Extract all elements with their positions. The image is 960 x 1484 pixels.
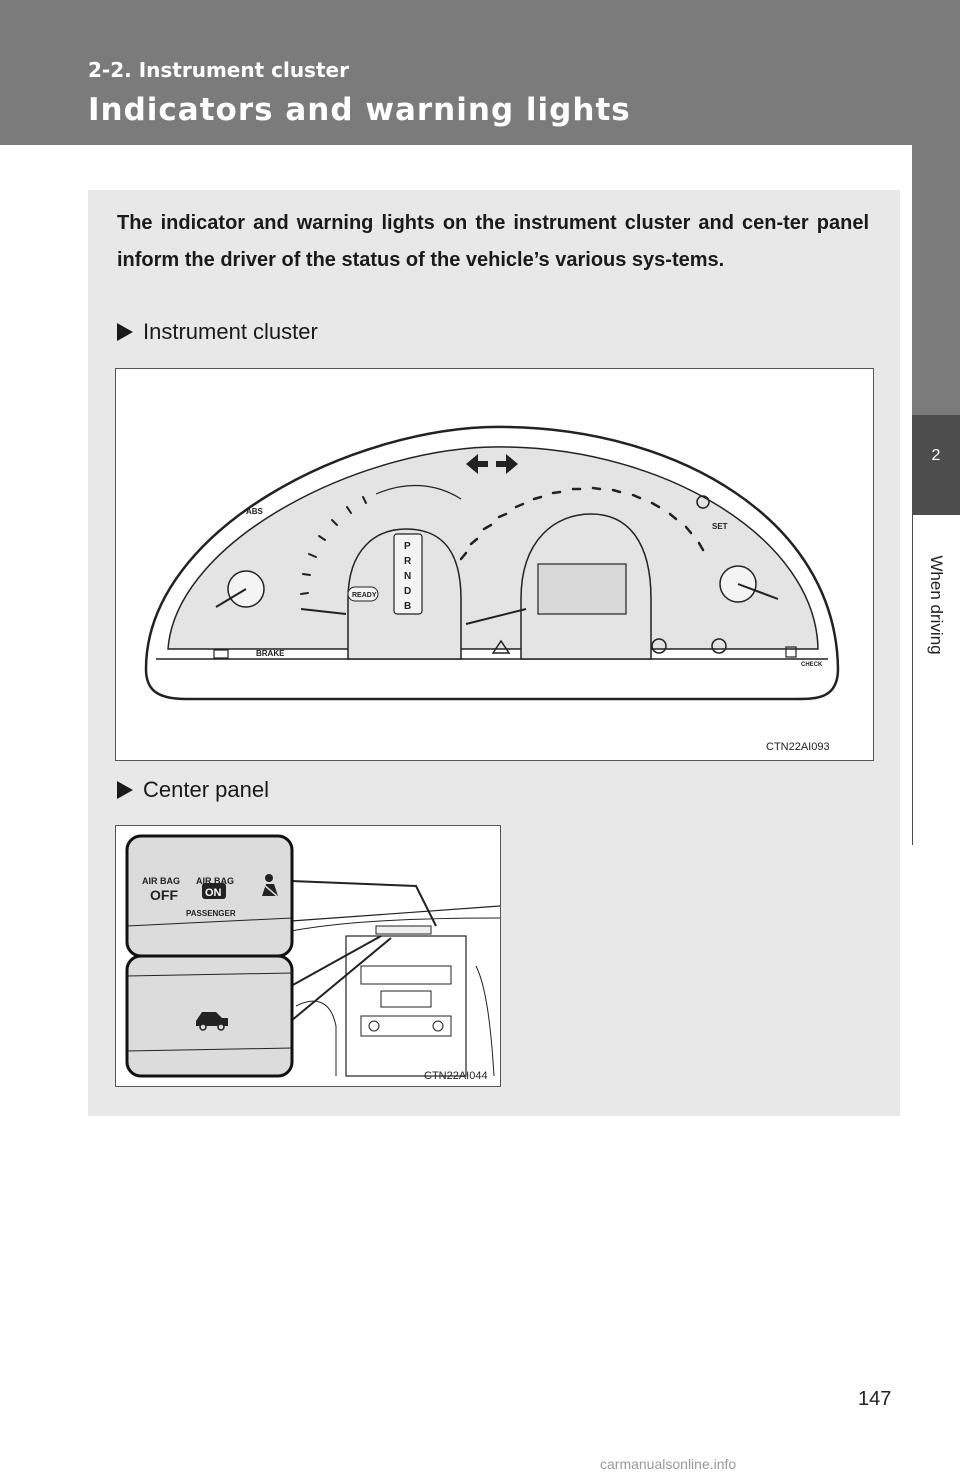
arrow-icon — [117, 781, 133, 799]
airbag-on-line1: AIR BAG — [196, 876, 234, 886]
figure-code-center: CTN22AI044 — [424, 1070, 488, 1082]
gear-r: R — [404, 556, 412, 567]
gear-b: B — [404, 601, 411, 612]
set-label: SET — [712, 522, 728, 531]
gear-n: N — [404, 571, 411, 582]
ready-label: READY — [352, 592, 377, 599]
figure-code-cluster: CTN22AI093 — [766, 741, 830, 753]
airbag-off-line1: AIR BAG — [142, 876, 180, 886]
instrument-cluster-illustration: ABS SET BRAKE READY CHECK P R N D B — [144, 425, 840, 701]
instrument-cluster-figure: ABS SET BRAKE READY CHECK P R N D B CTN2… — [115, 368, 874, 761]
section-heading: 2-2. Instrument cluster — [88, 58, 349, 82]
side-tab-strip — [912, 0, 960, 415]
intro-paragraph: The indicator and warning lights on the … — [117, 212, 869, 271]
page-number: 147 — [858, 1388, 892, 1410]
arrow-icon — [117, 323, 133, 341]
center-panel-heading: Center panel — [117, 777, 269, 803]
gear-p: P — [404, 541, 411, 552]
instrument-cluster-label: Instrument cluster — [143, 319, 318, 344]
abs-label: ABS — [246, 507, 264, 516]
side-tab-number-box — [912, 415, 960, 515]
header-bar — [0, 0, 960, 145]
airbag-on-line2: ON — [205, 887, 222, 899]
side-tab-label: When driving — [927, 555, 946, 655]
check-label: CHECK — [801, 662, 823, 668]
page-title: Indicators and warning lights — [88, 92, 631, 128]
center-panel-figure: AIR BAG OFF AIR BAG ON PASSENGER CTN22AI… — [115, 825, 501, 1087]
gear-d: D — [404, 586, 411, 597]
watermark: carmanualsonline.info — [600, 1456, 737, 1472]
passenger-label: PASSENGER — [186, 909, 236, 918]
brake-label: BRAKE — [256, 649, 285, 658]
side-tab-label-box — [912, 515, 960, 845]
instrument-cluster-heading: Instrument cluster — [117, 319, 318, 345]
side-tab-number: 2 — [931, 447, 941, 464]
airbag-off-line2: OFF — [150, 887, 178, 903]
center-panel-illustration: AIR BAG OFF AIR BAG ON PASSENGER — [125, 834, 500, 1078]
center-panel-label: Center panel — [143, 777, 269, 802]
